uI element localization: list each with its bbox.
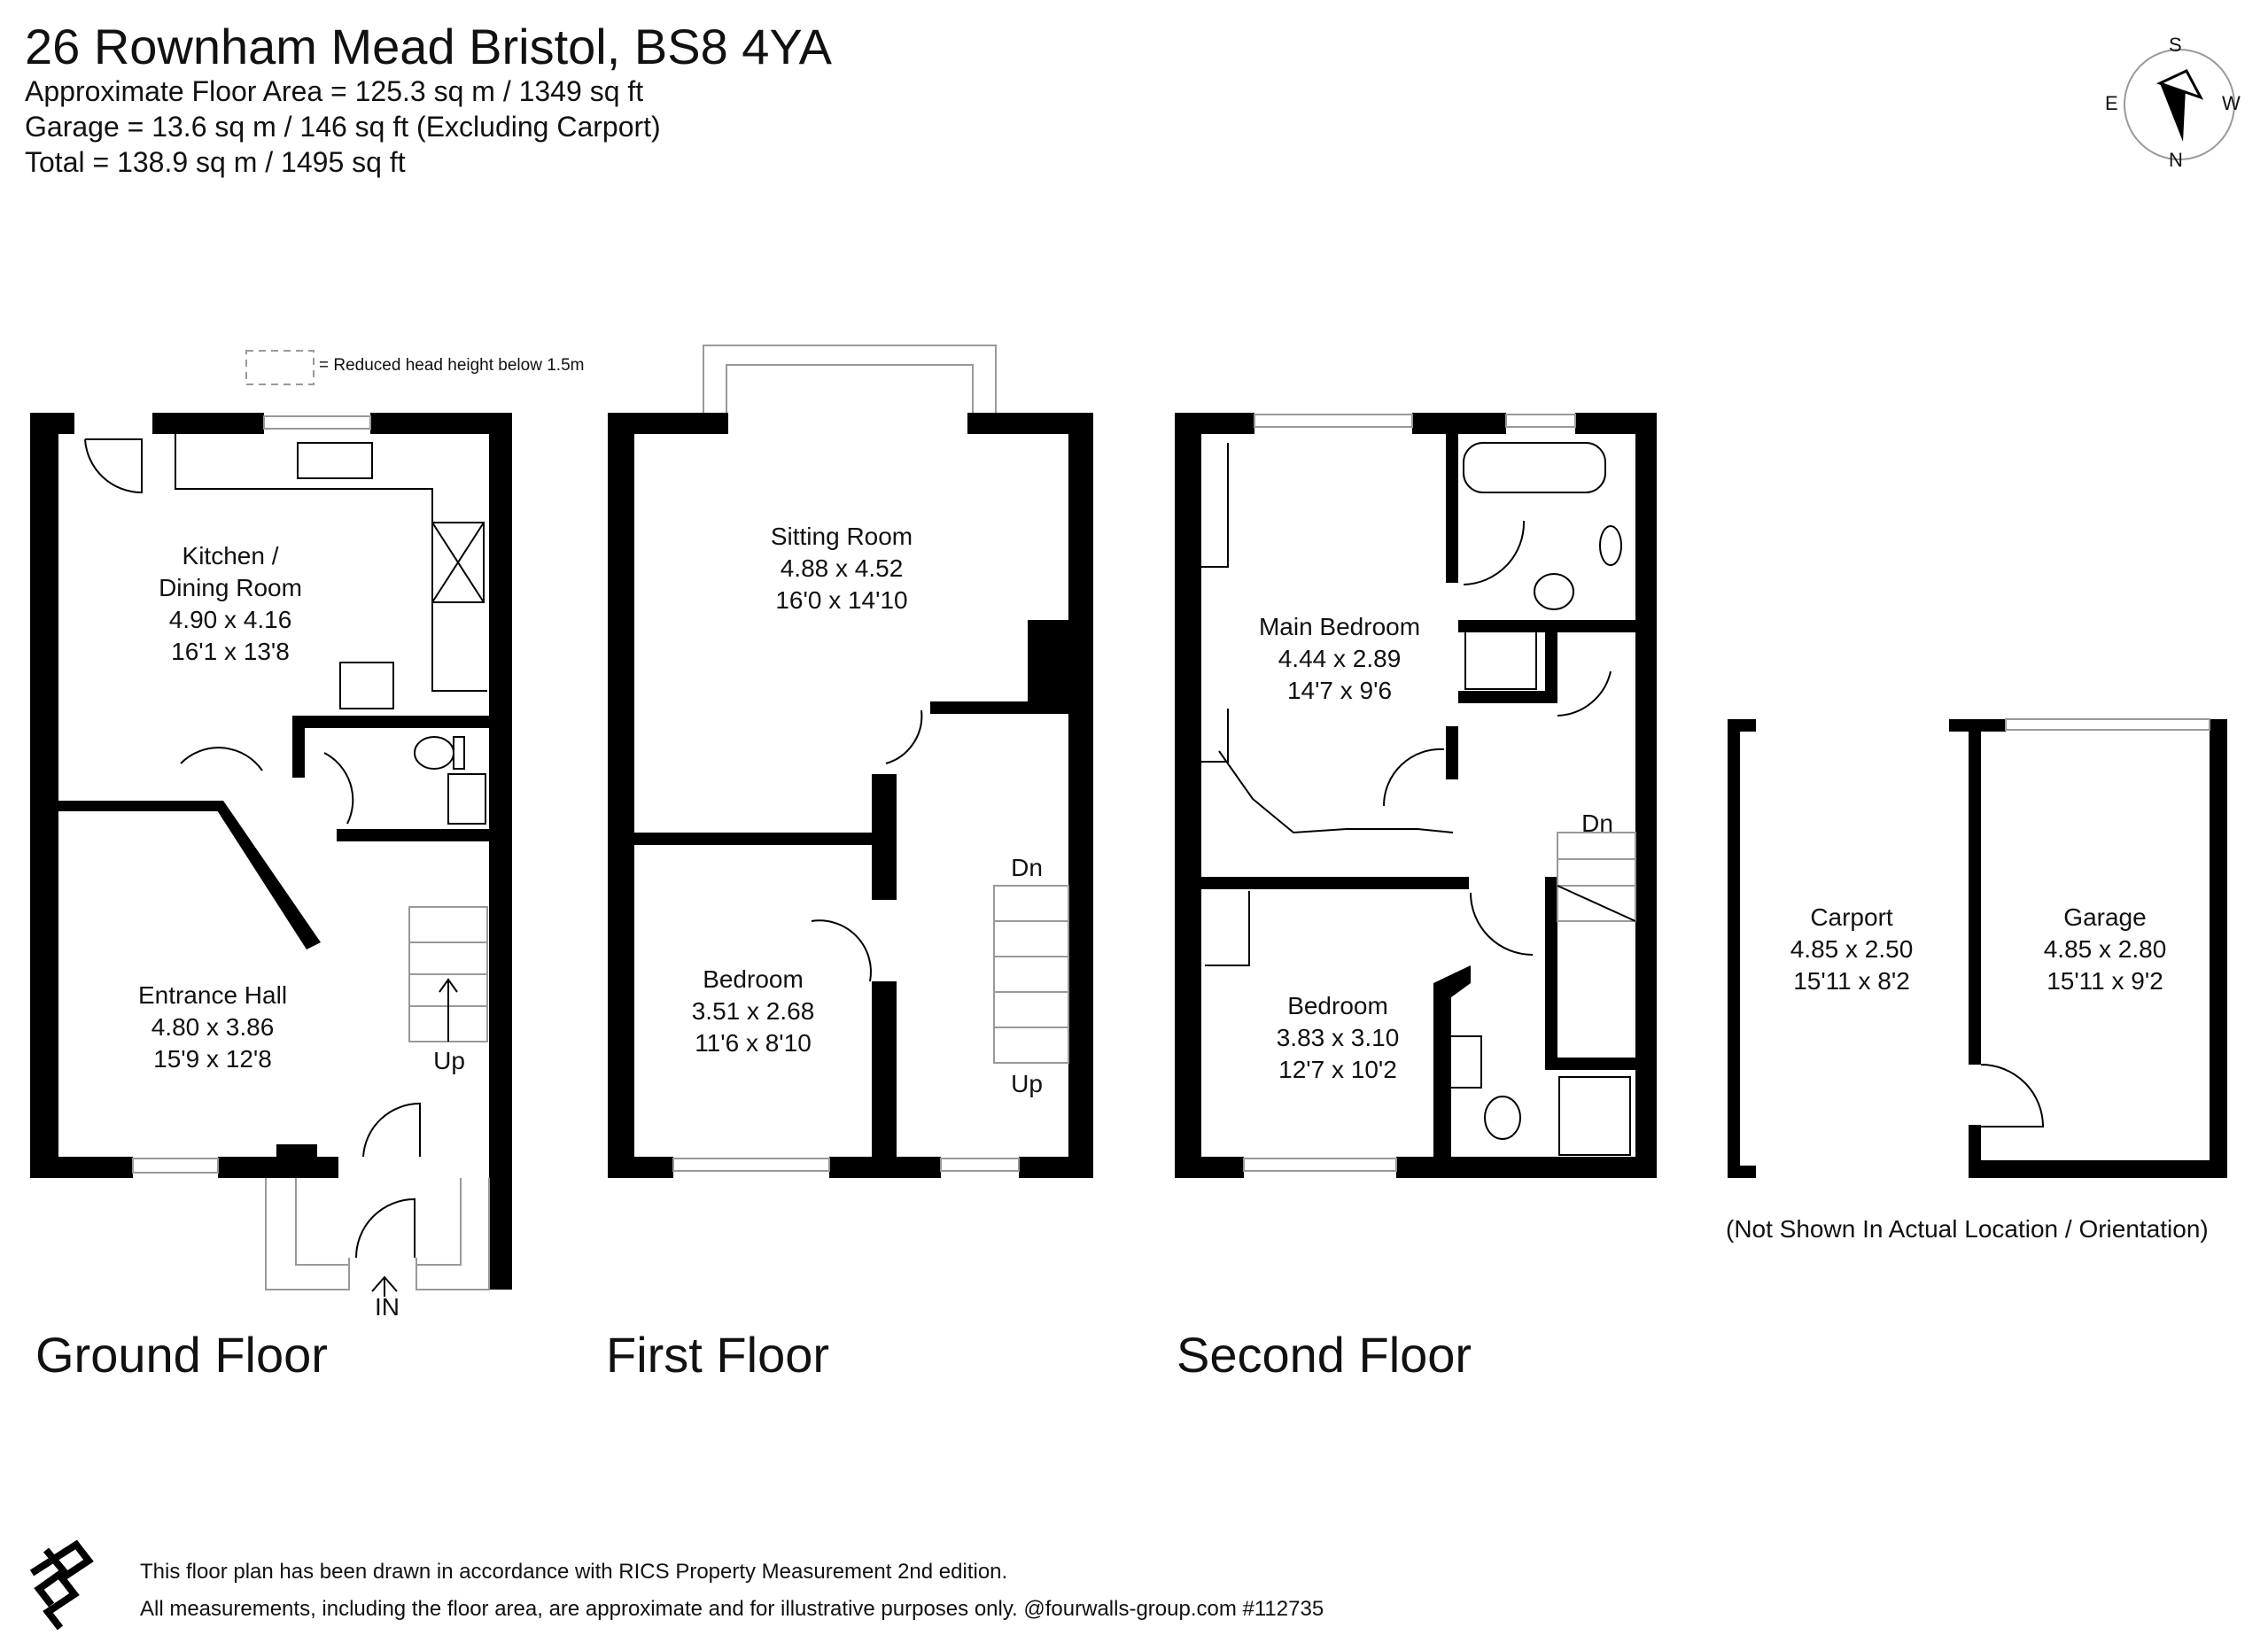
footer-disclaimer: All measurements, including the floor ar… (140, 1597, 1324, 1621)
room-metric-size: 3.83 x 3.10 (1276, 1024, 1400, 1051)
room-imperial-size: 16'1 x 13'8 (171, 638, 290, 665)
room-metric-size: 3.51 x 2.68 (691, 997, 815, 1025)
room-first-bedroom: Bedroom 3.51 x 2.68 11'6 x 8'10 (656, 964, 850, 1059)
room-metric-size: 4.80 x 3.86 (151, 1013, 275, 1041)
room-imperial-size: 12'7 x 10'2 (1278, 1056, 1397, 1083)
room-sitting-room: Sitting Room 4.88 x 4.52 16'0 x 14'10 (735, 521, 948, 616)
property-address: 26 Rownham Mead Bristol, BS8 4YA (25, 19, 832, 74)
entrance-label: IN (375, 1293, 400, 1321)
second-floor-plan (1175, 413, 1657, 1178)
room-carport: Carport 4.85 x 2.50 15'11 x 8'2 (1763, 902, 1940, 997)
total-area-summary: Total = 138.9 sq m / 1495 sq ft (25, 146, 406, 178)
room-name: Entrance Hall (137, 981, 288, 1009)
room-name: Dining Room (159, 574, 302, 601)
room-name: Kitchen / (182, 542, 279, 570)
room-metric-size: 4.85 x 2.80 (2043, 935, 2167, 963)
carport-plan (1728, 719, 1756, 1178)
room-imperial-size: 15'11 x 9'2 (2047, 967, 2163, 995)
outbuildings-note: (Not Shown In Actual Location / Orientat… (1726, 1215, 2209, 1243)
room-garage: Garage 4.85 x 2.80 15'11 x 9'2 (2016, 902, 2194, 997)
room-name: Garage (2063, 903, 2147, 931)
compass-east-label: E (2105, 92, 2118, 114)
legend-reduced-head-height: = Reduced head height below 1.5m (319, 356, 585, 375)
room-name: Carport (1810, 903, 1893, 931)
room-metric-size: 4.44 x 2.89 (1278, 645, 1402, 672)
room-imperial-size: 14'7 x 9'6 (1286, 677, 1393, 704)
compass-west-label: W (2222, 92, 2241, 114)
fourwalls-logo (29, 1539, 94, 1631)
room-imperial-size: 15'9 x 12'8 (153, 1045, 272, 1073)
room-imperial-size: 11'6 x 8'10 (695, 1029, 812, 1057)
stairs-down-label: Dn (1581, 810, 1613, 837)
room-imperial-size: 16'0 x 14'10 (775, 586, 908, 614)
reduced-head-height-symbol (245, 350, 315, 385)
first-floor-label: First Floor (606, 1327, 829, 1383)
room-name: Bedroom (703, 965, 804, 993)
garage-plan (1949, 718, 2227, 1178)
room-main-bedroom: Main Bedroom 4.44 x 2.89 14'7 x 9'6 (1233, 611, 1446, 707)
second-floor-label: Second Floor (1177, 1327, 1472, 1383)
room-kitchen-dining: Kitchen / Dining Room 4.90 x 4.16 16'1 x… (124, 540, 337, 668)
room-metric-size: 4.90 x 4.16 (168, 606, 292, 633)
floor-area-summary: Approximate Floor Area = 125.3 sq m / 13… (25, 75, 644, 107)
first-floor-plan (608, 345, 1093, 1178)
compass-rose (2124, 49, 2235, 160)
room-metric-size: 4.85 x 2.50 (1790, 935, 1914, 963)
compass-south-label: S (2169, 34, 2182, 56)
stairs-up-label: Up (1011, 1070, 1043, 1097)
ground-floor-plan (30, 413, 512, 1297)
room-second-bedroom: Bedroom 3.83 x 3.10 12'7 x 10'2 (1240, 990, 1435, 1086)
stairs-down-label: Dn (1011, 854, 1043, 881)
room-metric-size: 4.88 x 4.52 (780, 554, 904, 582)
room-name: Bedroom (1287, 992, 1388, 1019)
room-imperial-size: 15'11 x 8'2 (1793, 967, 1910, 995)
footer-rics-note: This floor plan has been drawn in accord… (140, 1560, 1008, 1584)
stairs-up-label: Up (433, 1047, 465, 1074)
compass-north-label: N (2169, 149, 2183, 171)
room-name: Sitting Room (770, 523, 913, 550)
room-entrance-hall: Entrance Hall 4.80 x 3.86 15'9 x 12'8 (97, 980, 328, 1075)
ground-floor-label: Ground Floor (35, 1327, 328, 1383)
room-name: Main Bedroom (1258, 613, 1421, 640)
garage-area-summary: Garage = 13.6 sq m / 146 sq ft (Excludin… (25, 111, 661, 143)
